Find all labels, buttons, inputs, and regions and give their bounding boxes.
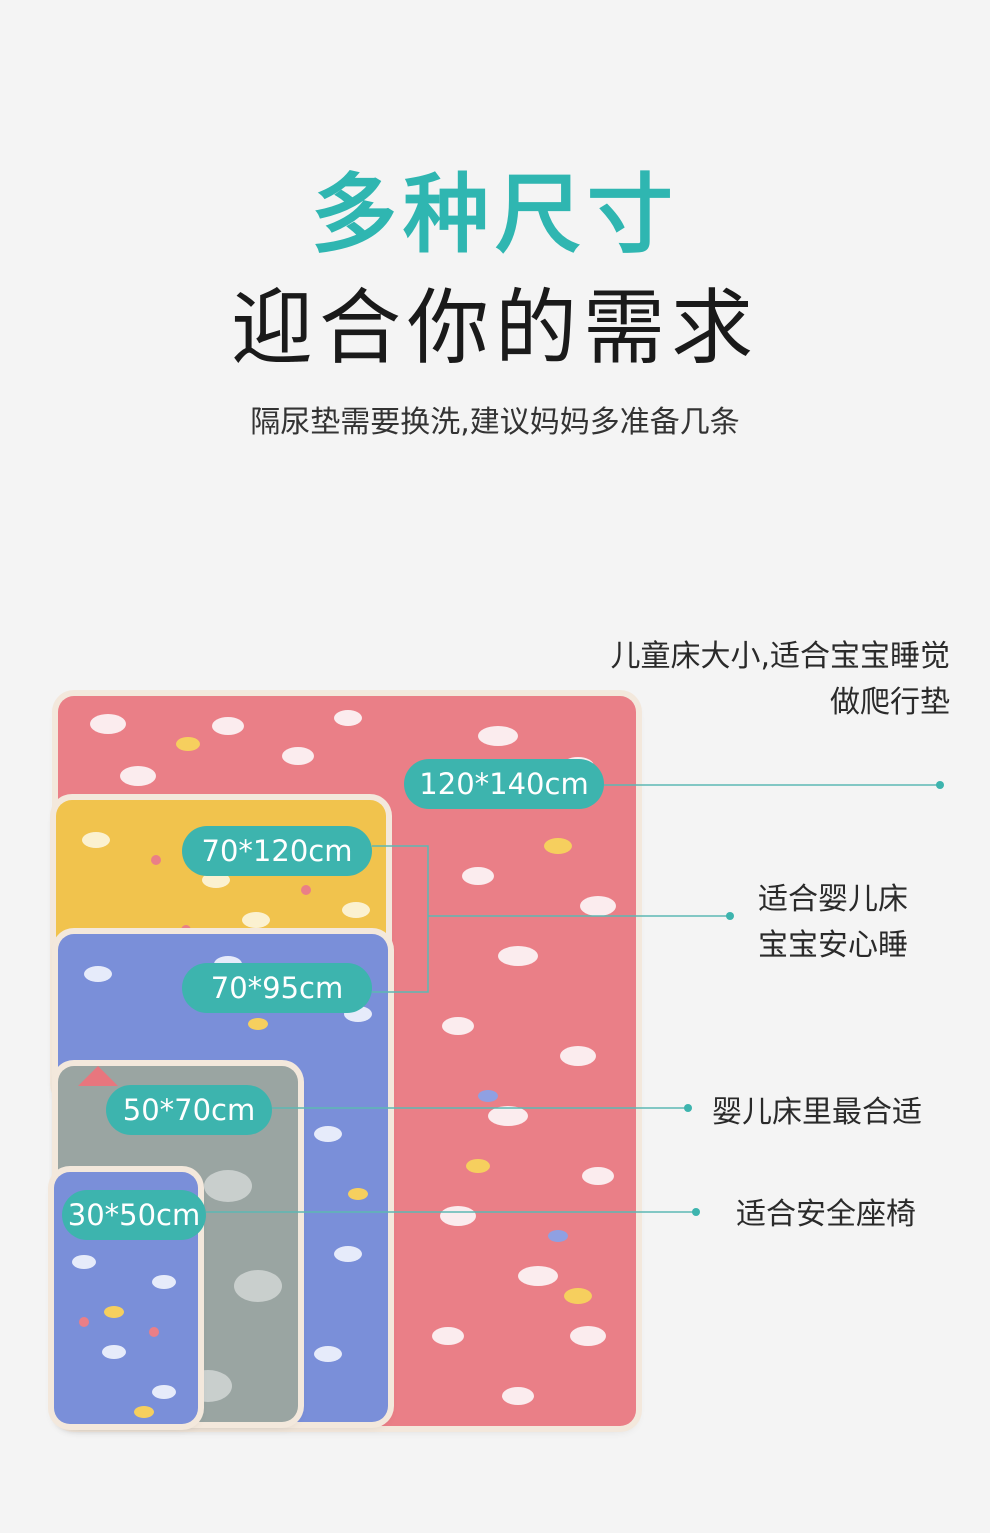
note-baby-bed-line1: 适合婴儿床 — [758, 882, 908, 917]
size-label-120x140: 120*140cm — [404, 759, 604, 809]
size-label-50x70: 50*70cm — [106, 1085, 272, 1135]
note-crib-line1: 儿童床大小,适合宝宝睡觉 — [610, 639, 950, 674]
size-label-70x120: 70*120cm — [182, 826, 372, 876]
size-label-30x50: 30*50cm — [62, 1190, 206, 1240]
note-baby-bed-best: 婴儿床里最合适 — [712, 1095, 922, 1130]
cloud-pattern — [72, 1255, 176, 1418]
page-title: 多种尺寸 — [311, 165, 679, 265]
page-description: 隔尿垫需要换洗,建议妈妈多准备几条 — [250, 405, 740, 440]
size-label-70x95: 70*95cm — [182, 963, 372, 1013]
note-baby-bed: 适合婴儿床 宝宝安心睡 — [758, 877, 908, 969]
note-baby-bed-line2: 宝宝安心睡 — [758, 928, 908, 963]
note-crib: 儿童床大小,适合宝宝睡觉 做爬行垫 — [610, 634, 950, 726]
page-subtitle: 迎合你的需求 — [230, 281, 759, 376]
note-crib-line2: 做爬行垫 — [830, 685, 950, 720]
note-safety-seat: 适合安全座椅 — [736, 1197, 916, 1232]
